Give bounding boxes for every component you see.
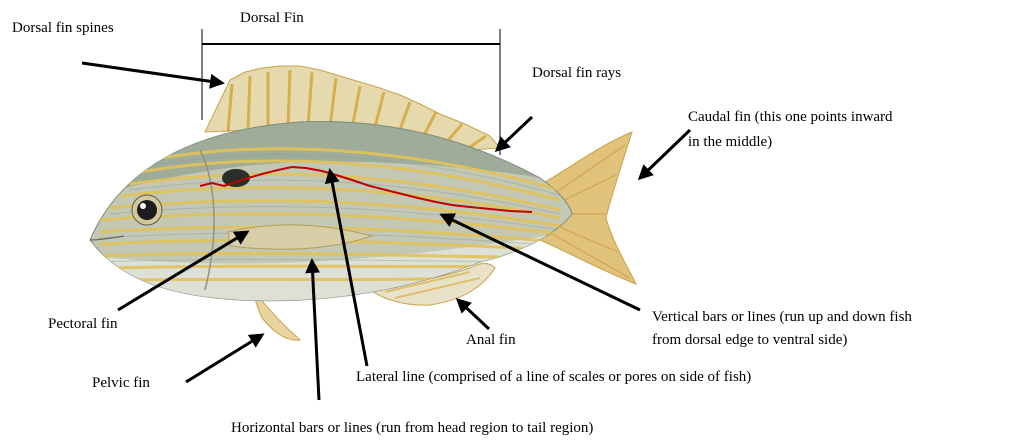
arrow-dorsal-fin-rays xyxy=(497,117,532,150)
label-lateral-line: Lateral line (comprised of a line of sca… xyxy=(356,367,751,388)
label-caudal-fin-line1: Caudal fin (this one points inward xyxy=(688,107,893,128)
label-horizontal-bars: Horizontal bars or lines (run from head … xyxy=(231,418,593,439)
arrow-pelvic-fin xyxy=(186,335,262,382)
arrow-dorsal-fin-spines xyxy=(82,63,222,83)
label-pelvic-fin: Pelvic fin xyxy=(92,373,150,394)
label-anal-fin: Anal fin xyxy=(466,330,516,351)
label-caudal-fin-line2: in the middle) xyxy=(688,132,772,153)
label-dorsal-fin-spines: Dorsal fin spines xyxy=(12,18,114,39)
arrow-anal-fin xyxy=(458,300,489,329)
label-dorsal-fin: Dorsal Fin xyxy=(240,8,304,29)
label-vertical-bars-line2: from dorsal edge to ventral side) xyxy=(652,330,847,351)
label-pectoral-fin: Pectoral fin xyxy=(48,314,118,335)
label-vertical-bars-line1: Vertical bars or lines (run up and down … xyxy=(652,307,912,328)
arrow-caudal-fin xyxy=(640,130,690,178)
label-dorsal-fin-rays: Dorsal fin rays xyxy=(532,63,621,84)
fish-body xyxy=(80,120,580,310)
